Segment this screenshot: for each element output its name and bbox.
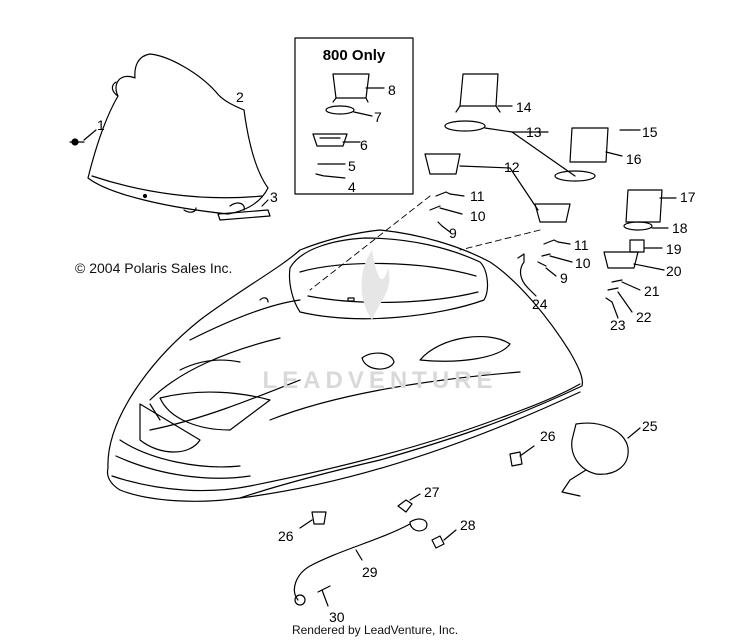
callout-7: 7: [374, 109, 382, 125]
callout-12: 12: [504, 159, 520, 175]
callout-21: 21: [644, 283, 660, 299]
trim-strip-part: [217, 199, 271, 221]
callout-23: 23: [610, 317, 626, 333]
callout-17: 17: [680, 189, 696, 205]
callout-4: 4: [348, 179, 356, 195]
callout-2: 2: [236, 89, 244, 105]
callout-18: 18: [672, 220, 688, 236]
callout-26-right: 26: [540, 428, 556, 444]
callout-14: 14: [516, 99, 532, 115]
mirror-part: [561, 422, 641, 497]
cable-parts: [293, 493, 457, 607]
callout-11-right: 11: [574, 237, 589, 253]
callout-6: 6: [360, 137, 368, 153]
callout-10-left: 10: [470, 208, 486, 224]
callout-16: 16: [626, 151, 642, 167]
callout-30: 30: [329, 609, 345, 625]
hood-body: [106, 229, 583, 502]
callout-1: 1: [97, 117, 105, 133]
callout-22: 22: [636, 309, 652, 325]
watermark-text: LEADVENTURE: [262, 367, 497, 394]
grommet-parts: [299, 445, 535, 529]
inset-box: [294, 37, 414, 195]
callout-11-left: 11: [470, 188, 485, 204]
callout-24: 24: [532, 296, 548, 312]
windshield-part: [87, 53, 269, 215]
assembly-lines: [309, 195, 541, 291]
callout-13: 13: [526, 124, 542, 140]
callout-27: 27: [424, 484, 440, 500]
callout-28: 28: [460, 517, 476, 533]
callout-20: 20: [666, 263, 682, 279]
callouts: 1 2 3 4 5 6 7 8 9 9 10 10 11 11 12 13 14…: [97, 82, 696, 625]
screw-part: [69, 129, 97, 146]
callout-9-left: 9: [449, 225, 457, 241]
callout-19: 19: [666, 241, 682, 257]
inset-parts: [312, 73, 385, 179]
callout-3: 3: [270, 189, 278, 205]
inset-title: 800 Only: [323, 47, 386, 64]
callout-10-right: 10: [575, 255, 591, 271]
watermark-logo: LEADVENTURE: [262, 250, 497, 394]
footer-credit: Rendered by LeadVenture, Inc.: [291, 623, 459, 637]
gauge-parts: [424, 73, 677, 319]
callout-15: 15: [642, 124, 658, 140]
callout-9-right: 9: [560, 270, 568, 286]
callout-5: 5: [348, 158, 356, 174]
copyright-text: © 2004 Polaris Sales Inc.: [75, 260, 233, 276]
callout-29: 29: [362, 564, 378, 580]
callout-26-left: 26: [278, 528, 294, 544]
callout-8: 8: [388, 82, 396, 98]
callout-25: 25: [642, 418, 658, 434]
